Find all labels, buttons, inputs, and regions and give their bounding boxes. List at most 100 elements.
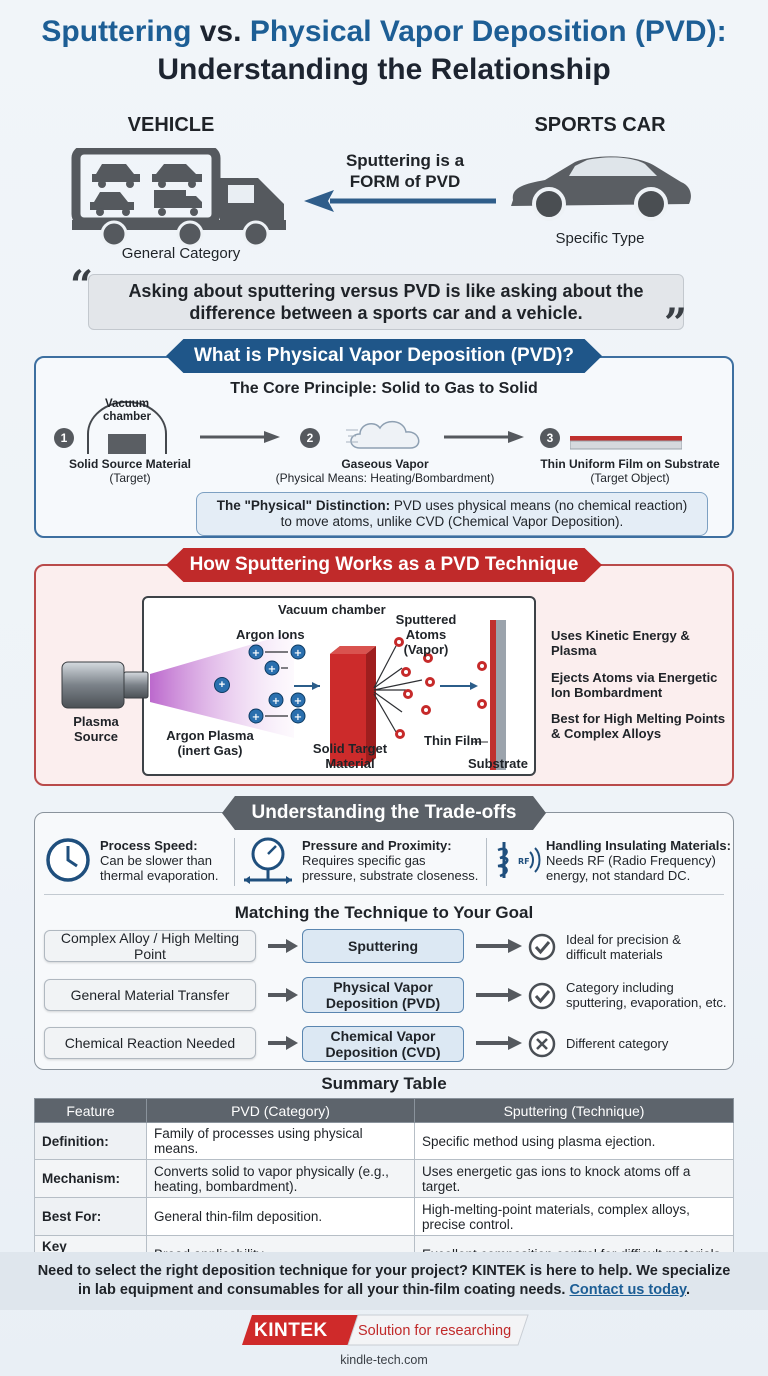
point-1-line1: Uses Kinetic Energy &	[551, 628, 690, 643]
arrow-goal-1-icon	[268, 939, 298, 953]
arrow-text-line2: FORM of PVD	[349, 172, 461, 191]
pvd-subtitle: The Core Principle: Solid to Gas to Soli…	[230, 380, 538, 397]
site-url[interactable]: kindle-tech.com	[340, 1353, 428, 1367]
tradeoffs-banner: Understanding the Trade-offs	[222, 796, 546, 830]
svg-text:+: +	[294, 648, 302, 659]
tradeoffs-separator	[44, 894, 724, 895]
left-arrow-icon	[300, 188, 500, 214]
step-1-label-line2: (Target)	[109, 471, 151, 485]
step-3-label-line2: (Target Object)	[590, 471, 670, 485]
gauge-icon	[240, 834, 296, 886]
sports-car-caption: Specific Type	[555, 230, 645, 247]
step-2-label-line1: Gaseous Vapor	[341, 457, 429, 471]
step-3-label: Thin Uniform Film on Substrate (Target O…	[540, 457, 720, 485]
note-bold: The "Physical" Distinction:	[216, 498, 391, 513]
tradeoff-3-line2: energy, not standard DC.	[546, 868, 691, 883]
point-3-line1: Best for High Melting Points	[551, 711, 726, 726]
sports-car-label: SPORTS CAR	[534, 114, 666, 136]
arrow-text-line1: Sputtering is a	[345, 151, 465, 170]
technique-3-line2: Deposition (CVD)	[325, 1044, 441, 1060]
svg-text:+: +	[252, 712, 260, 723]
argon-ions-icon: +++++++	[246, 644, 316, 724]
step-1-label: Solid Source Material (Target)	[60, 457, 200, 485]
truck-icon	[70, 145, 300, 248]
tradeoff-1: Process Speed: Can be slower than therma…	[100, 838, 230, 883]
point-1-line2: Plasma	[551, 643, 597, 658]
cell-sputtering: High-melting-point materials, complex al…	[414, 1197, 734, 1236]
tradeoff-2-line2: pressure, substrate closeness.	[302, 868, 479, 883]
tradeoff-3: Handling Insulating Materials: Needs RF …	[546, 838, 736, 883]
summary-table: Feature PVD (Category) Sputtering (Techn…	[34, 1098, 734, 1273]
vehicle-label: VEHICLE	[127, 114, 215, 136]
arrow-right-icon	[200, 430, 280, 444]
technique-2-line2: Deposition (PVD)	[325, 995, 441, 1011]
thin-film-icon	[569, 436, 683, 450]
physical-distinction-note	[196, 492, 708, 536]
svg-text:+: +	[268, 664, 276, 675]
header-pvd: PVD (Category)	[146, 1098, 415, 1123]
page-subtitle: Understanding the Relationship	[157, 53, 611, 86]
footer-cta: Need to select the right deposition tech…	[20, 1262, 748, 1300]
result-2-line1: Category including	[566, 980, 674, 995]
step-1-badge: 1	[54, 428, 74, 448]
argon-ion-icon: +	[214, 677, 230, 693]
technique-1-line1: Sputtering	[348, 938, 418, 954]
technique-2-line1: Physical Vapor	[333, 979, 433, 995]
arrow-right-icon-2	[444, 430, 524, 444]
svg-text:RF: RF	[518, 857, 530, 866]
sports-car-icon	[505, 148, 695, 224]
table-row: Mechanism: Converts solid to vapor physi…	[34, 1159, 734, 1198]
sputter-point-2: Ejects Atoms via Energetic Ion Bombardme…	[551, 670, 731, 700]
title-part-vs: vs.	[199, 15, 242, 48]
result-2: Category including sputtering, evaporati…	[566, 980, 732, 1010]
quote-line1: Asking about sputtering versus PVD is li…	[128, 281, 644, 301]
table-row: Best For: General thin-film deposition. …	[34, 1197, 734, 1236]
cell-sputtering: Uses energetic gas ions to knock atoms o…	[414, 1159, 734, 1198]
brand-logo: KINTEK	[254, 1320, 328, 1341]
pvd-banner: What is Physical Vapor Deposition (PVD)?	[166, 339, 602, 373]
divider-2	[486, 838, 487, 886]
cell-feature: Definition:	[34, 1122, 147, 1160]
cell-pvd: Converts solid to vapor physically (e.g.…	[146, 1159, 415, 1198]
tradeoff-1-line2: thermal evaporation.	[100, 868, 219, 883]
summary-title: Summary Table	[321, 1074, 447, 1093]
tradeoff-1-title: Process Speed:	[100, 838, 198, 853]
arrow-goal-2-icon	[268, 988, 298, 1002]
technique-1: Sputtering	[302, 929, 464, 963]
argon-plasma-label: Argon Plasma (inert Gas)	[150, 728, 270, 758]
solid-target-label: Solid Target Material	[300, 741, 400, 771]
close-quote-icon: ”	[664, 300, 688, 347]
matching-title: Matching the Technique to Your Goal	[234, 903, 534, 922]
result-1-line2: difficult materials	[566, 947, 663, 962]
point-2-line1: Ejects Atoms via Energetic	[551, 670, 718, 685]
target-line2: Material	[325, 756, 375, 771]
open-quote-icon: “	[70, 262, 94, 309]
svg-text:+: +	[294, 696, 302, 707]
sputtered-line1: Sputtered Atoms	[395, 612, 457, 642]
result-1-line1: Ideal for precision &	[566, 932, 681, 947]
contact-us-link[interactable]: Contact us today	[569, 1282, 686, 1298]
x-circle-icon	[528, 1030, 556, 1058]
point-2-line2: Ion Bombardment	[551, 685, 663, 700]
tradeoff-2-title: Pressure and Proximity:	[302, 838, 452, 853]
arrow-result-3-icon	[476, 1036, 522, 1050]
result-1: Ideal for precision & difficult material…	[566, 932, 732, 962]
argon-ions-label: Argon Ions	[236, 627, 305, 642]
svg-text:+: +	[252, 648, 260, 659]
arrow-result-2-icon	[476, 988, 522, 1002]
plasma-source-line2: Source	[73, 729, 119, 744]
sputter-banner: How Sputtering Works as a PVD Technique	[166, 548, 602, 582]
step-3-label-line1: Thin Uniform Film on Substrate	[540, 457, 720, 471]
physical-distinction-text: The "Physical" Distinction: PVD uses phy…	[196, 498, 708, 530]
check-circle-icon-2	[528, 982, 556, 1010]
table-row: Definition: Family of processes using ph…	[34, 1122, 734, 1160]
step-3-badge: 3	[540, 428, 560, 448]
sputter-point-1: Uses Kinetic Energy & Plasma	[551, 628, 731, 658]
divider	[234, 838, 235, 886]
vehicle-caption: General Category	[121, 245, 241, 262]
cell-feature: Best For:	[34, 1197, 147, 1236]
rf-coil-icon: RF	[494, 836, 544, 884]
clock-icon	[44, 836, 92, 884]
quote-box	[88, 274, 684, 330]
